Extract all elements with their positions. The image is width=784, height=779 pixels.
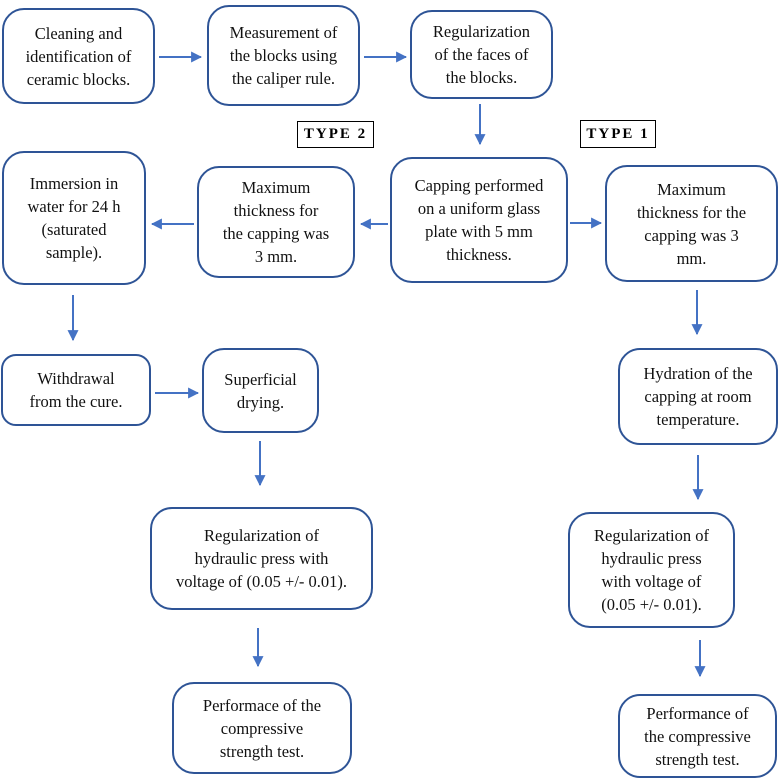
flow-node-superficial-drying: Superficial drying. <box>202 348 319 433</box>
flow-node-performance-type2: Performace of the compressive strength t… <box>172 682 352 774</box>
flow-node-reg-press-type2: Regularization of hydraulic press with v… <box>150 507 373 610</box>
flow-node-immersion: Immersion in water for 24 h (saturated s… <box>2 151 146 285</box>
flow-node-max-thickness-type2: Maximum thickness for the capping was 3 … <box>197 166 355 278</box>
branch-label-type1: TYPE 1 <box>580 120 656 148</box>
flow-node-max-thickness-type1: Maximum thickness for the capping was 3 … <box>605 165 778 282</box>
flow-node-reg-press-type1: Regularization of hydraulic press with v… <box>568 512 735 628</box>
flow-node-cleaning: Cleaning and identification of ceramic b… <box>2 8 155 104</box>
flow-node-regularization-faces: Regularization of the faces of the block… <box>410 10 553 99</box>
flow-node-measurement: Measurement of the blocks using the cali… <box>207 5 360 106</box>
flow-node-hydration: Hydration of the capping at room tempera… <box>618 348 778 445</box>
branch-label-type2: TYPE 2 <box>297 121 374 148</box>
flow-node-capping: Capping performed on a uniform glass pla… <box>390 157 568 283</box>
flow-node-withdrawal: Withdrawal from the cure. <box>1 354 151 426</box>
flow-node-performance-type1: Performance of the compressive strength … <box>618 694 777 778</box>
